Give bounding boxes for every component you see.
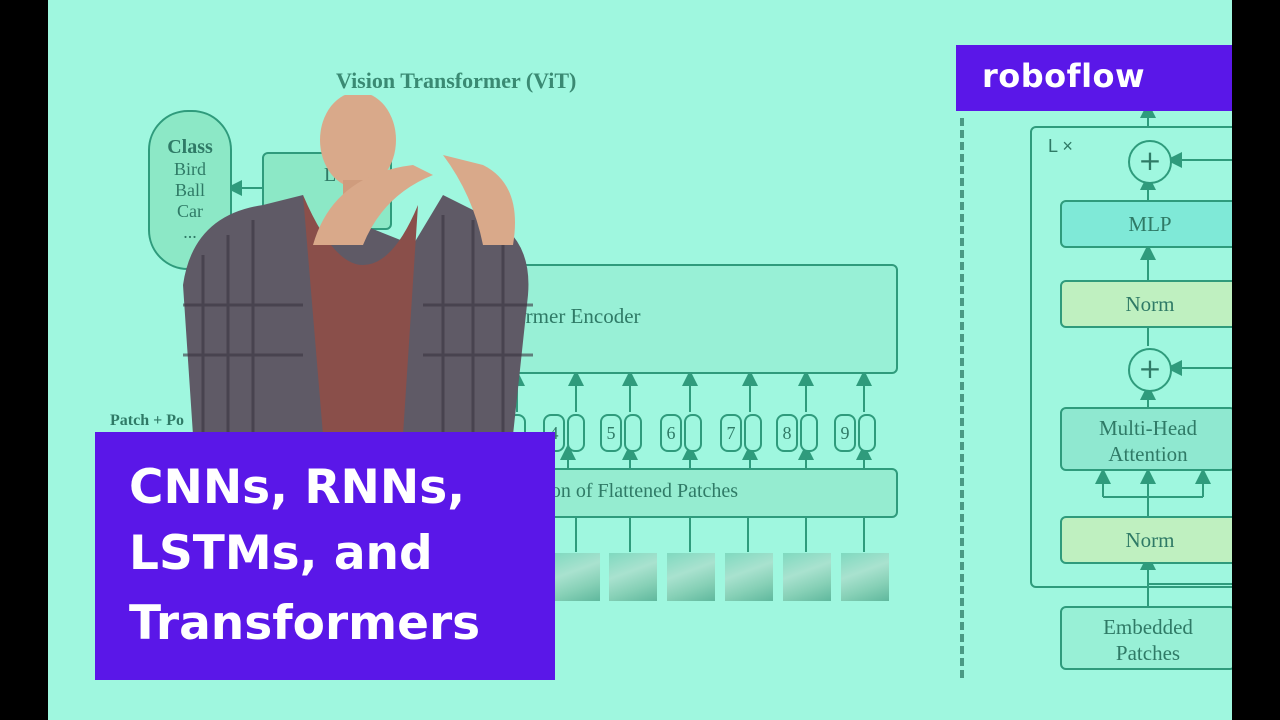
patch-token-6: 6 [660,414,702,452]
image-patch-thumbnail [841,553,889,601]
patch-token-7: 7 [720,414,762,452]
diagram-connectors [226,102,1232,606]
brand-wordmark: roboflow [982,57,1146,95]
class-item-ellipsis: ... [183,222,197,242]
position-embedding [624,414,642,452]
roboflow-logo-banner: roboflow [956,45,1232,111]
patch-position-label: Patch + Po [110,412,184,429]
embedded-patches-block: Embedded Patches [1060,606,1232,670]
patch-number: 5 [600,414,622,452]
norm-block-upper: Norm [1060,280,1232,328]
position-embedding [684,414,702,452]
image-patch-thumbnail [552,553,600,601]
title-line-1: CNNs, RNNs, [129,460,466,515]
patch-token-5: 5 [600,414,642,452]
image-patch-thumbnail [725,553,773,601]
patch-number: 6 [660,414,682,452]
class-item-bird: Bird [173,159,206,179]
residual-add-icon: + [1128,140,1172,184]
class-item-car: Car [177,201,203,221]
position-embedding [567,414,585,452]
class-heading: Class [167,136,213,158]
patch-token-8: 8 [776,414,818,452]
attention-label-line: Multi-Head [1099,416,1197,440]
embedded-label-line: Patches [1115,641,1181,665]
patch-number: 9 [834,414,856,452]
position-embedding [800,414,818,452]
repeat-label: L × [1048,136,1073,156]
image-patch-thumbnail [667,553,715,601]
embedded-label-line: Embedded [1103,615,1193,639]
video-frame: Vision Transformer (ViT) Class Bird Ball… [48,0,1232,720]
section-divider [960,118,964,678]
image-patch-thumbnail [609,553,657,601]
multi-head-attention-block: Multi-Head Attention [1060,407,1232,471]
residual-add-icon: + [1128,348,1172,392]
linear-projection-label: ection of Flattened Patches [522,480,739,502]
class-item-ball: Ball [175,180,205,200]
title-line-2: LSTMs, and [129,526,433,581]
vit-title: Vision Transformer (ViT) [336,68,577,93]
attention-label-line: Attention [1108,442,1188,466]
image-patch-thumbnail [783,553,831,601]
presenter-figure [183,95,533,435]
title-line-3: Transformers [129,596,481,651]
position-embedding [744,414,762,452]
patch-token-9: 9 [834,414,876,452]
patch-number: 8 [776,414,798,452]
position-embedding [858,414,876,452]
encoder-block-outline [1030,126,1232,588]
norm-block-lower: Norm [1060,516,1232,564]
mlp-block: MLP [1060,200,1232,248]
video-title-card: CNNs, RNNs, LSTMs, and Transformers [95,432,555,680]
patch-number: 7 [720,414,742,452]
